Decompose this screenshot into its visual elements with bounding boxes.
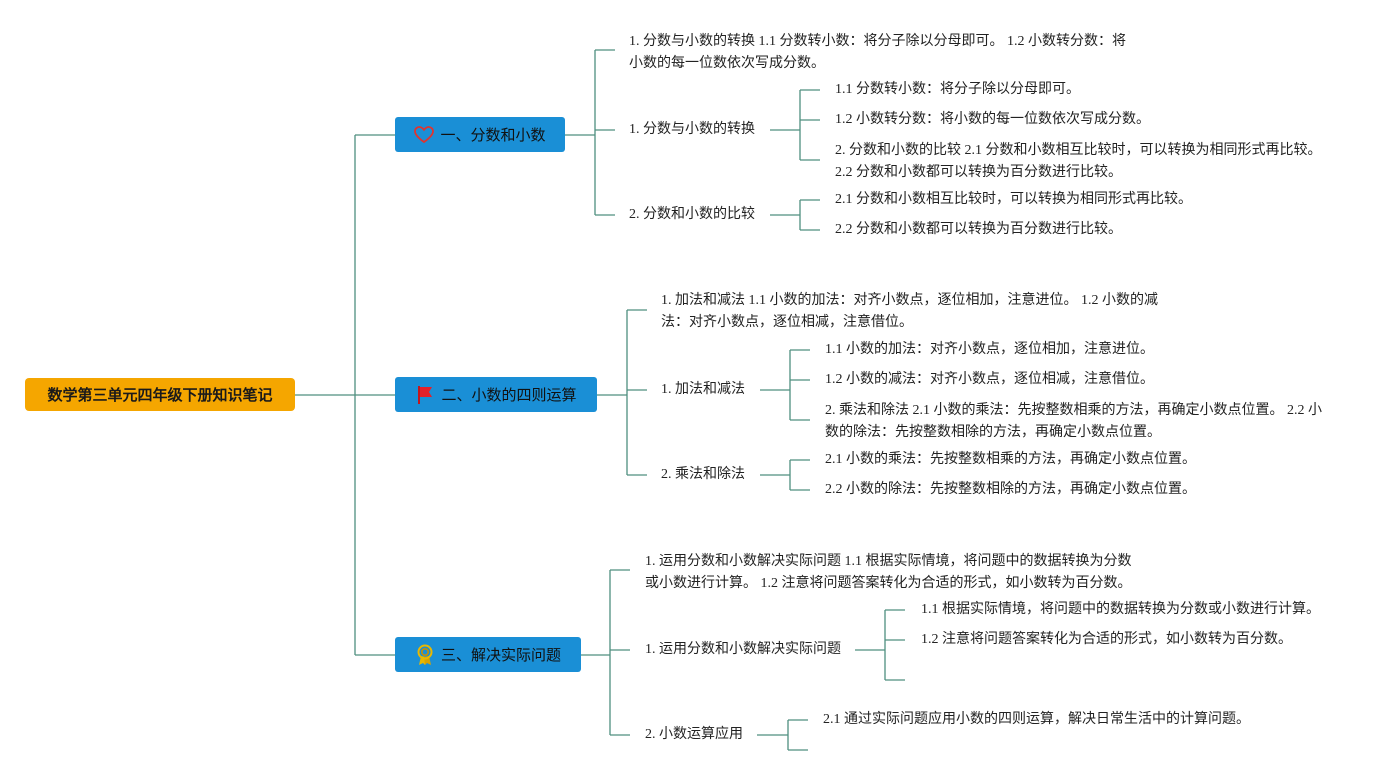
topic-label: 二、小数的四则运算 bbox=[441, 386, 577, 404]
subtopic-node[interactable]: 2. 分数和小数的比较 bbox=[629, 207, 755, 222]
leaf-node[interactable]: 2. 分数和小数的比较 2.1 分数和小数相互比较时，可以转换为相同形式再比较。… bbox=[835, 143, 1322, 180]
leaf-node[interactable]: 1.1 小数的加法：对齐小数点，逐位相加，注意进位。 bbox=[825, 342, 1154, 357]
award-ribbon-icon bbox=[417, 644, 433, 665]
subtopic-node[interactable]: 1. 加法和减法 bbox=[661, 382, 745, 397]
topic-practical-problems[interactable]: 三、解决实际问题 bbox=[395, 637, 581, 672]
summary-node[interactable]: 1. 分数与小数的转换 1.1 分数转小数：将分子除以分母即可。 1.2 小数转… bbox=[629, 34, 1126, 71]
topic-decimal-arithmetic[interactable]: 二、小数的四则运算 bbox=[395, 377, 597, 412]
leaf-node[interactable]: 2.2 分数和小数都可以转换为百分数进行比较。 bbox=[835, 222, 1122, 237]
summary-node[interactable]: 1. 运用分数和小数解决实际问题 1.1 根据实际情境，将问题中的数据转换为分数… bbox=[645, 554, 1132, 591]
topic-label: 三、解决实际问题 bbox=[440, 646, 561, 664]
empty-leaf-node[interactable] bbox=[823, 739, 1123, 761]
leaf-node[interactable]: 1.1 根据实际情境，将问题中的数据转换为分数或小数进行计算。 bbox=[921, 602, 1320, 617]
topic-fractions-decimals[interactable]: 一、分数和小数 bbox=[395, 117, 565, 152]
red-flag-icon bbox=[418, 385, 433, 404]
root-topic[interactable]: 数学第三单元四年级下册知识笔记 bbox=[25, 378, 295, 411]
leaf-node[interactable]: 2.1 分数和小数相互比较时，可以转换为相同形式再比较。 bbox=[835, 192, 1192, 207]
heart-icon bbox=[414, 125, 435, 143]
leaf-node[interactable]: 2.2 小数的除法：先按整数相除的方法，再确定小数点位置。 bbox=[825, 482, 1196, 497]
leaf-node[interactable]: 1.2 小数转分数：将小数的每一位数依次写成分数。 bbox=[835, 112, 1150, 127]
root-topic-label: 数学第三单元四年级下册知识笔记 bbox=[47, 386, 273, 404]
leaf-node[interactable]: 1.2 小数的减法：对齐小数点，逐位相减，注意借位。 bbox=[825, 372, 1154, 387]
topic-label: 一、分数和小数 bbox=[440, 126, 546, 144]
leaf-node[interactable]: 2.1 小数的乘法：先按整数相乘的方法，再确定小数点位置。 bbox=[825, 452, 1196, 467]
subtopic-node[interactable]: 2. 乘法和除法 bbox=[661, 467, 745, 482]
leaf-node[interactable]: 1.2 注意将问题答案转化为合适的形式，如小数转为百分数。 bbox=[921, 632, 1292, 647]
leaf-node[interactable]: 2. 乘法和除法 2.1 小数的乘法：先按整数相乘的方法，再确定小数点位置。 2… bbox=[825, 403, 1322, 440]
subtopic-node[interactable]: 2. 小数运算应用 bbox=[645, 727, 743, 742]
leaf-node[interactable]: 2.1 通过实际问题应用小数的四则运算，解决日常生活中的计算问题。 bbox=[823, 712, 1250, 727]
subtopic-node[interactable]: 1. 运用分数和小数解决实际问题 bbox=[645, 642, 841, 657]
subtopic-node[interactable]: 1. 分数与小数的转换 bbox=[629, 122, 755, 137]
leaf-node[interactable]: 1.1 分数转小数：将分子除以分母即可。 bbox=[835, 82, 1080, 97]
summary-node[interactable]: 1. 加法和减法 1.1 小数的加法：对齐小数点，逐位相加，注意进位。 1.2 … bbox=[661, 293, 1158, 330]
empty-leaf-node[interactable] bbox=[921, 669, 1221, 691]
